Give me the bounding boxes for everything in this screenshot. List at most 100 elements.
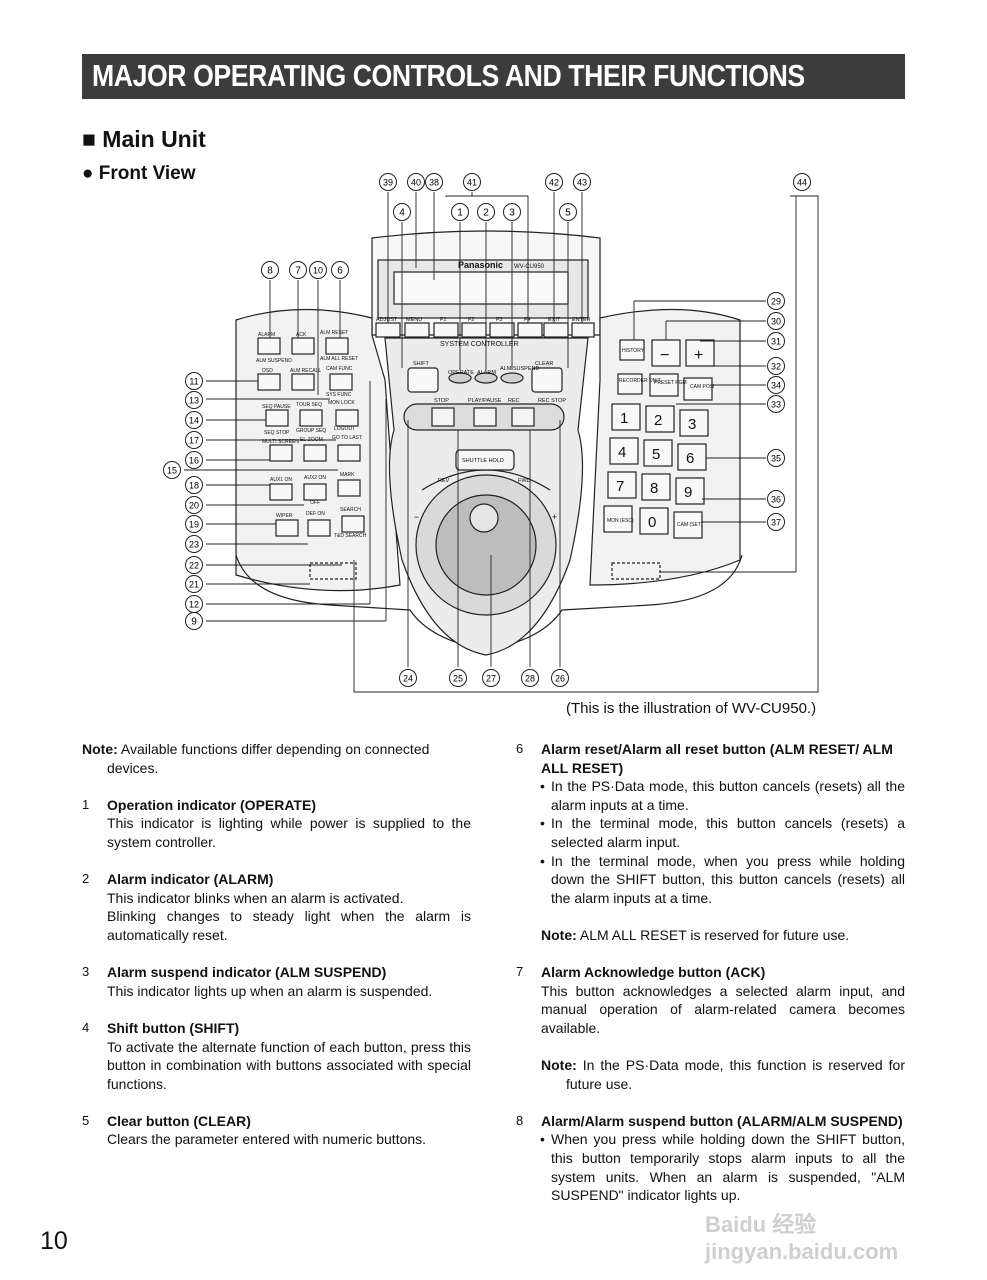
callout-circle [573, 173, 591, 191]
key-label: MON (ESC) [607, 518, 634, 524]
item-7: 7 Alarm Acknowledge button (ACK) This bu… [516, 964, 906, 1092]
callout-number: 1 [457, 208, 463, 219]
callout-number: 28 [525, 674, 535, 684]
transport-label: STOP [434, 398, 449, 404]
key-label: 8 [650, 480, 658, 497]
callout-number: 8 [267, 266, 273, 277]
callout-number: 44 [797, 178, 807, 188]
callout-number: 27 [486, 674, 496, 684]
callout-number: 40 [411, 178, 421, 188]
callout-circle [767, 449, 785, 467]
key-label: CAM FUNC [326, 366, 353, 372]
callout-number: 3 [509, 208, 515, 219]
brand-label: Panasonic [458, 260, 503, 270]
callout-circle [309, 261, 327, 279]
callout-circle [185, 612, 203, 630]
key-label: CAM (SET) [677, 522, 703, 528]
item-number: 6 [516, 741, 524, 756]
callout-number: 18 [189, 481, 199, 491]
callout-number: 26 [555, 674, 565, 684]
callout-circle [185, 431, 203, 449]
key-label: TOUR SEQ [296, 402, 322, 408]
callout-number: 37 [771, 518, 781, 528]
transport-label: REC [508, 398, 520, 404]
key-label: 6 [686, 450, 694, 467]
callout-number: 41 [467, 178, 477, 188]
key-label: OFF [310, 500, 320, 506]
note: Note: Available functions differ dependi… [82, 741, 430, 776]
callout-circle [185, 575, 203, 593]
key-label: ACK [296, 332, 307, 338]
key-label: 1 [620, 410, 628, 427]
key-label: 3 [688, 416, 696, 433]
callout-number: 4 [399, 208, 405, 219]
callout-number: 38 [429, 178, 439, 188]
key-label: HISTORY [622, 348, 645, 354]
key-label: ALARM [258, 332, 275, 338]
key-label: MENU [406, 317, 422, 323]
callout-circle [289, 261, 307, 279]
callout-circle [463, 173, 481, 191]
key-label: SHIFT [413, 361, 430, 367]
key-label: EXIT [548, 317, 561, 323]
key-label: F2 [468, 317, 474, 323]
indicator-label: OPERATE [448, 370, 474, 376]
item-3: 3 Alarm suspend indicator (ALM SUSPEND) … [82, 964, 433, 999]
callout-number: 24 [403, 674, 413, 684]
callout-circle [482, 669, 500, 687]
callout-number: 16 [189, 456, 199, 466]
key-label: SEQ STOP [264, 430, 290, 436]
callout-circle [767, 513, 785, 531]
callout-number: 25 [453, 674, 463, 684]
callout-number: 36 [771, 495, 781, 505]
callout-circle [185, 451, 203, 469]
key-label: WIPER [276, 513, 293, 519]
callout-circle [767, 312, 785, 330]
callout-circle [767, 292, 785, 310]
callout-number: 6 [337, 266, 343, 277]
item-number: 7 [516, 964, 524, 980]
key-label: EL-ZOOM [300, 437, 323, 443]
minus-label: − [414, 512, 419, 522]
model-label: WV-CU950 [514, 264, 545, 270]
shuttle-hold-label: SHUTTLE HOLD [462, 458, 504, 464]
key-label: 5 [652, 446, 660, 463]
page-title: MAJOR OPERATING CONTROLS AND THEIR FUNCT… [92, 58, 805, 93]
callout-number: 17 [189, 436, 199, 446]
callout-number: 30 [771, 317, 781, 327]
item-number: 4 [82, 1019, 90, 1035]
transport-label: PLAY/PAUSE [468, 398, 502, 404]
callout-number: 14 [189, 416, 199, 426]
key-label: SYS FUNC [326, 392, 352, 398]
item-8: 8 Alarm/Alarm suspend button (ALARM/ALM … [516, 1112, 905, 1205]
key-label: PRESET PGM [654, 380, 687, 386]
key-label: 0 [648, 514, 656, 531]
callout-circle [477, 203, 495, 221]
right-column: 6 Alarm reset/Alarm all reset button (AL… [516, 740, 905, 1205]
callout-number: 10 [313, 266, 323, 276]
callout-circle [185, 515, 203, 533]
callout-circle [503, 203, 521, 221]
watermark: Baidu 经验 jingyan.baidu.com [705, 1212, 899, 1264]
key-label: OSD [262, 368, 273, 374]
callout-circle [185, 535, 203, 553]
callout-number: 9 [191, 617, 197, 628]
plus-label: + [552, 512, 557, 522]
callout-circle [767, 332, 785, 350]
callout-number: 12 [189, 600, 199, 610]
key-label: AUX1 ON [270, 477, 292, 483]
item-2: 2 Alarm indicator (ALARM) This indicator… [82, 871, 471, 943]
callout-circle [521, 669, 539, 687]
item-6: 6 Alarm reset/Alarm all reset button (AL… [516, 740, 905, 945]
callout-circle [379, 173, 397, 191]
key-label: F3 [496, 317, 502, 323]
key-label: RECORDER UNIT [619, 378, 661, 384]
callout-circle [393, 203, 411, 221]
item-number: 1 [82, 796, 90, 812]
device-name-label: SYSTEM CONTROLLER [440, 341, 519, 348]
key-label: 9 [684, 484, 692, 501]
key-label: ALM RECALL [290, 368, 321, 374]
callout-number: 39 [383, 178, 393, 188]
callout-circle [551, 669, 569, 687]
key-label: MULTI SCREEN [262, 439, 299, 445]
